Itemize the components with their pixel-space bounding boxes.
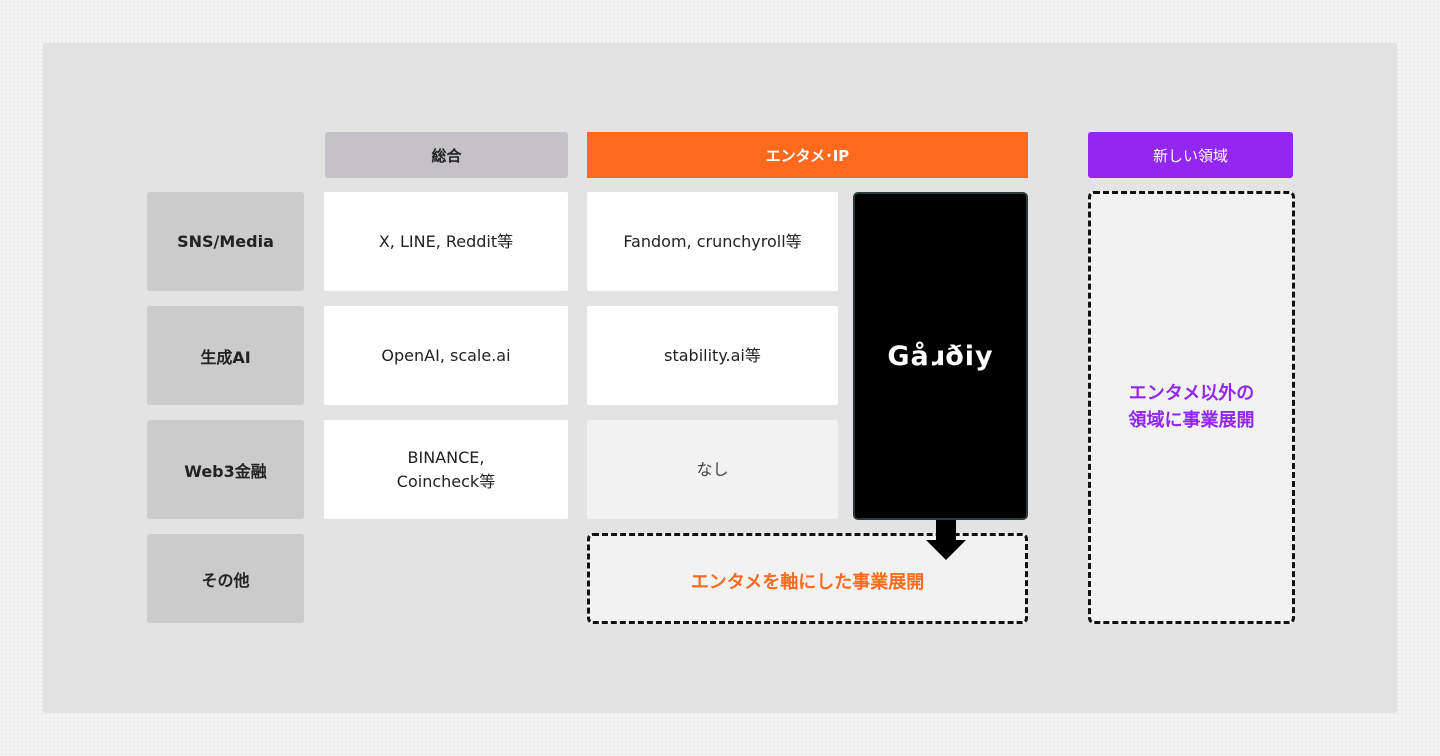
gaudiy-logo-card: Gåɹðiy (853, 192, 1028, 520)
header-entertainment-ip: エンタメ･IP (587, 132, 1028, 178)
cell-entertainment-sns: Fandom, crunchyroll等 (587, 192, 838, 291)
cell-general-sns: X, LINE, Reddit等 (324, 192, 568, 291)
entertainment-expansion-text: エンタメを軸にした事業展開 (690, 571, 925, 593)
header-new-area: 新しい領域 (1088, 132, 1293, 178)
row-label-web3-finance: Web3金融 (147, 420, 304, 519)
row-label-sns-media: SNS/Media (147, 192, 304, 291)
cell-entertainment-web3: なし (587, 420, 838, 519)
cell-entertainment-ai: stability.ai等 (587, 306, 838, 405)
row-label-other: その他 (147, 534, 304, 623)
cell-general-ai: OpenAI, scale.ai (324, 306, 568, 405)
new-area-expansion-box: エンタメ以外の 領域に事業展開 (1088, 191, 1295, 624)
row-label-generative-ai: 生成AI (147, 306, 304, 405)
header-general: 総合 (325, 132, 568, 178)
gaudiy-logo: Gåɹðiy (887, 340, 994, 372)
new-area-expansion-text: エンタメ以外の 領域に事業展開 (1128, 383, 1255, 431)
down-arrow-icon (926, 520, 966, 560)
cell-general-web3: BINANCE, Coincheck等 (324, 420, 568, 519)
